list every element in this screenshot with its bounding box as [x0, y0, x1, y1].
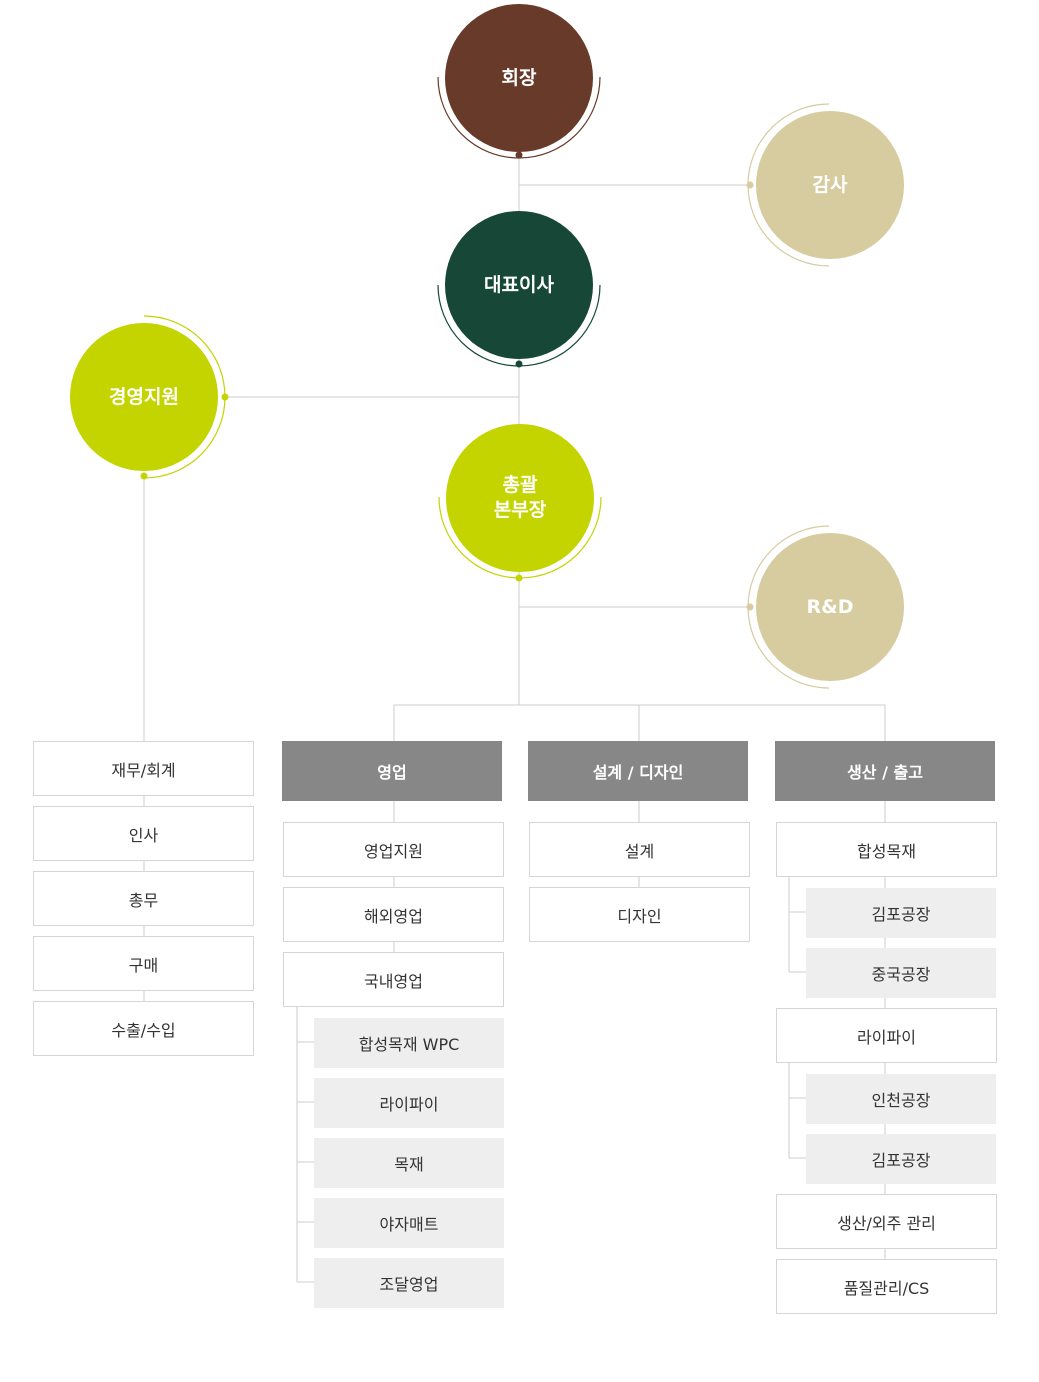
team-engineering: 설계 — [529, 822, 750, 877]
sub-team-coir-mat: 야자매트 — [314, 1198, 504, 1248]
team-quality: 품질관리/CS — [776, 1259, 997, 1314]
general-head-label-line2: 본부장 — [493, 499, 547, 521]
design-header: 설계 / 디자인 — [528, 741, 748, 801]
sub-team-gimpo-factory-1: 김포공장 — [806, 888, 996, 938]
auditor-label: 감사 — [812, 173, 848, 196]
management-support-label: 경영지원 — [109, 385, 179, 408]
general-head-node: 총괄 본부장 — [446, 424, 594, 572]
team-hr: 인사 — [33, 806, 254, 861]
ceo-label: 대표이사 — [484, 273, 554, 296]
team-sales-support: 영업지원 — [283, 822, 504, 877]
general-head-label-line1: 총괄 — [502, 474, 538, 496]
rnd-node: R&D — [756, 533, 904, 681]
team-domestic-sales: 국내영업 — [283, 952, 504, 1007]
management-support-node: 경영지원 — [70, 323, 218, 471]
sub-team-procurement: 조달영업 — [314, 1258, 504, 1308]
sub-team-incheon-factory: 인천공장 — [806, 1074, 996, 1124]
chairman-label: 회장 — [501, 66, 537, 89]
team-general-affairs: 총무 — [33, 871, 254, 926]
team-import-export: 수출/수입 — [33, 1001, 254, 1056]
chairman-node: 회장 — [445, 4, 593, 152]
team-synthetic-wood: 합성목재 — [776, 822, 997, 877]
rnd-label: R&D — [806, 595, 854, 618]
team-design: 디자인 — [529, 887, 750, 942]
team-outsourcing: 생산/외주 관리 — [776, 1194, 997, 1249]
sub-team-gimpo-factory-2: 김포공장 — [806, 1134, 996, 1184]
team-finance: 재무/회계 — [33, 741, 254, 796]
sub-team-raipai: 라이파이 — [314, 1078, 504, 1128]
ceo-node: 대표이사 — [445, 211, 593, 359]
sales-header: 영업 — [282, 741, 502, 801]
team-purchasing: 구매 — [33, 936, 254, 991]
team-overseas-sales: 해외영업 — [283, 887, 504, 942]
production-header: 생산 / 출고 — [775, 741, 995, 801]
sub-team-china-factory: 중국공장 — [806, 948, 996, 998]
sub-team-wpc: 합성목재 WPC — [314, 1018, 504, 1068]
sub-team-wood: 목재 — [314, 1138, 504, 1188]
auditor-node: 감사 — [756, 111, 904, 259]
team-raipai: 라이파이 — [776, 1008, 997, 1063]
